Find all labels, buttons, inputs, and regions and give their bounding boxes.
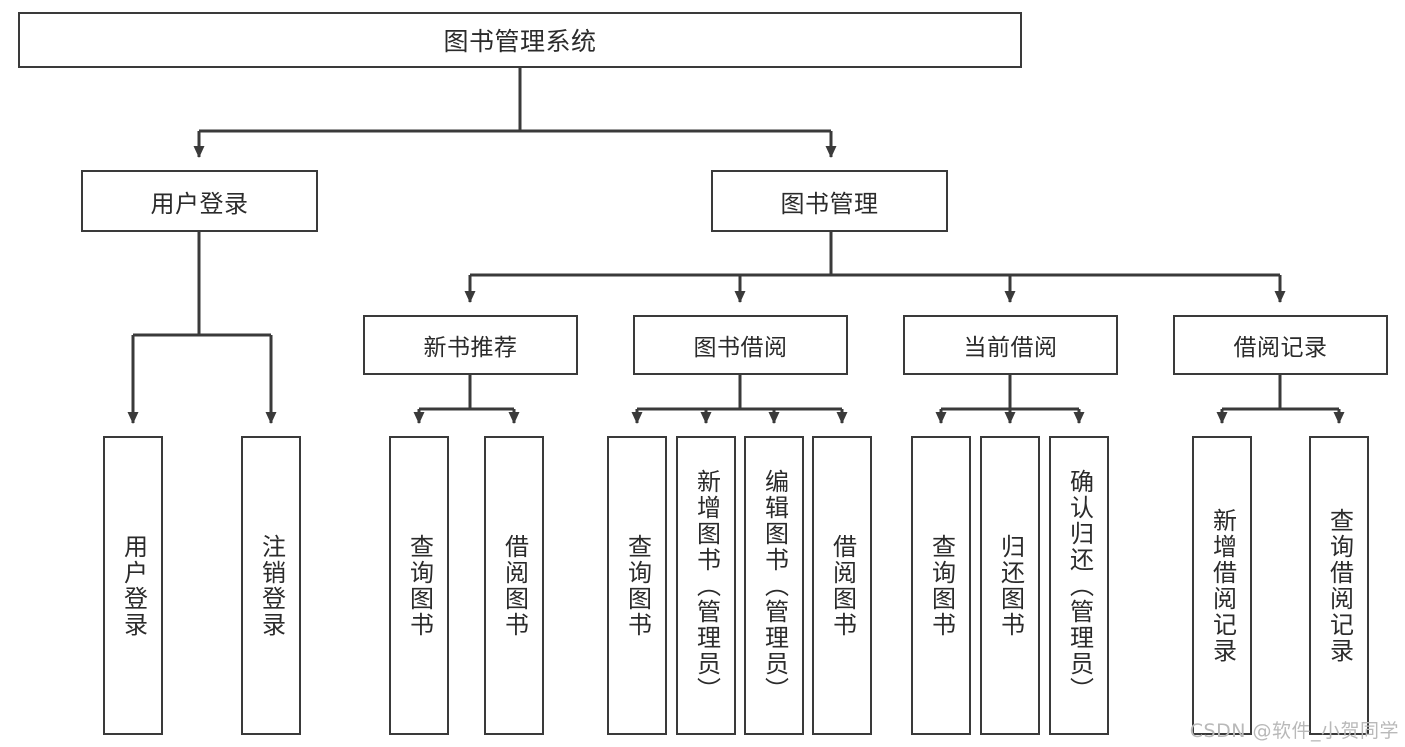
node-label: 用户登录 — [119, 533, 148, 638]
node-label: 用户登录 — [150, 189, 249, 218]
node-label: 查询借阅记录 — [1325, 507, 1354, 664]
leaf-current-borrow-query-book[interactable]: 查询图书 — [911, 436, 971, 735]
node-label: 借阅图书 — [828, 533, 857, 638]
edges-user-login-to-leaves — [127, 232, 277, 424]
leaf-book-borrow-add-book-admin[interactable]: 新增图书（管理员） — [676, 436, 736, 735]
node-root-book-management-system[interactable]: 图书管理系统 — [18, 12, 1022, 68]
node-label: 查询图书 — [623, 533, 652, 638]
leaf-book-borrow-borrow-book[interactable]: 借阅图书 — [812, 436, 872, 735]
node-label: 查询图书 — [405, 533, 434, 638]
leaf-new-book-query-book[interactable]: 查询图书 — [389, 436, 449, 735]
leaf-borrow-record-query-record[interactable]: 查询借阅记录 — [1309, 436, 1369, 735]
leaf-book-borrow-edit-book-admin[interactable]: 编辑图书（管理员） — [744, 436, 804, 735]
edges-borrow-record-to-leaves — [1216, 375, 1345, 424]
node-borrow-record[interactable]: 借阅记录 — [1173, 315, 1388, 375]
node-label: 新增图书（管理员） — [692, 468, 721, 703]
node-label: 借阅图书 — [500, 533, 529, 638]
node-label: 新书推荐 — [423, 335, 518, 361]
edges-root-to-level2 — [193, 68, 837, 158]
node-new-book-recommend[interactable]: 新书推荐 — [363, 315, 578, 375]
leaf-current-borrow-confirm-return-admin[interactable]: 确认归还（管理员） — [1049, 436, 1109, 735]
edges-book-mgmt-to-level3 — [464, 232, 1286, 303]
edges-new-book-to-leaves — [413, 375, 520, 424]
leaf-user-login-logout[interactable]: 注销登录 — [241, 436, 301, 735]
node-current-borrow[interactable]: 当前借阅 — [903, 315, 1118, 375]
node-label: 借阅记录 — [1233, 335, 1328, 361]
node-book-management[interactable]: 图书管理 — [711, 170, 948, 232]
leaf-user-login-login[interactable]: 用户登录 — [103, 436, 163, 735]
node-book-borrow[interactable]: 图书借阅 — [633, 315, 848, 375]
node-label: 图书管理 — [780, 189, 879, 218]
leaf-book-borrow-query-book[interactable]: 查询图书 — [607, 436, 667, 735]
edges-current-borrow-to-leaves — [935, 375, 1085, 424]
leaf-new-book-borrow-book[interactable]: 借阅图书 — [484, 436, 544, 735]
node-user-login[interactable]: 用户登录 — [81, 170, 318, 232]
leaf-current-borrow-return-book[interactable]: 归还图书 — [980, 436, 1040, 735]
node-label: 图书借阅 — [693, 335, 788, 361]
csdn-watermark: CSDN @软件_小贺同学 — [1189, 720, 1399, 742]
leaf-borrow-record-add-record[interactable]: 新增借阅记录 — [1192, 436, 1252, 735]
node-label: 编辑图书（管理员） — [760, 468, 789, 703]
node-label: 当前借阅 — [963, 335, 1058, 361]
node-label: 新增借阅记录 — [1208, 507, 1237, 664]
edges-book-borrow-to-leaves — [631, 375, 848, 424]
node-label: 归还图书 — [996, 533, 1025, 638]
node-label: 图书管理系统 — [443, 27, 597, 56]
node-label: 确认归还（管理员） — [1065, 468, 1094, 703]
node-label: 注销登录 — [257, 533, 286, 638]
node-label: 查询图书 — [927, 533, 956, 638]
